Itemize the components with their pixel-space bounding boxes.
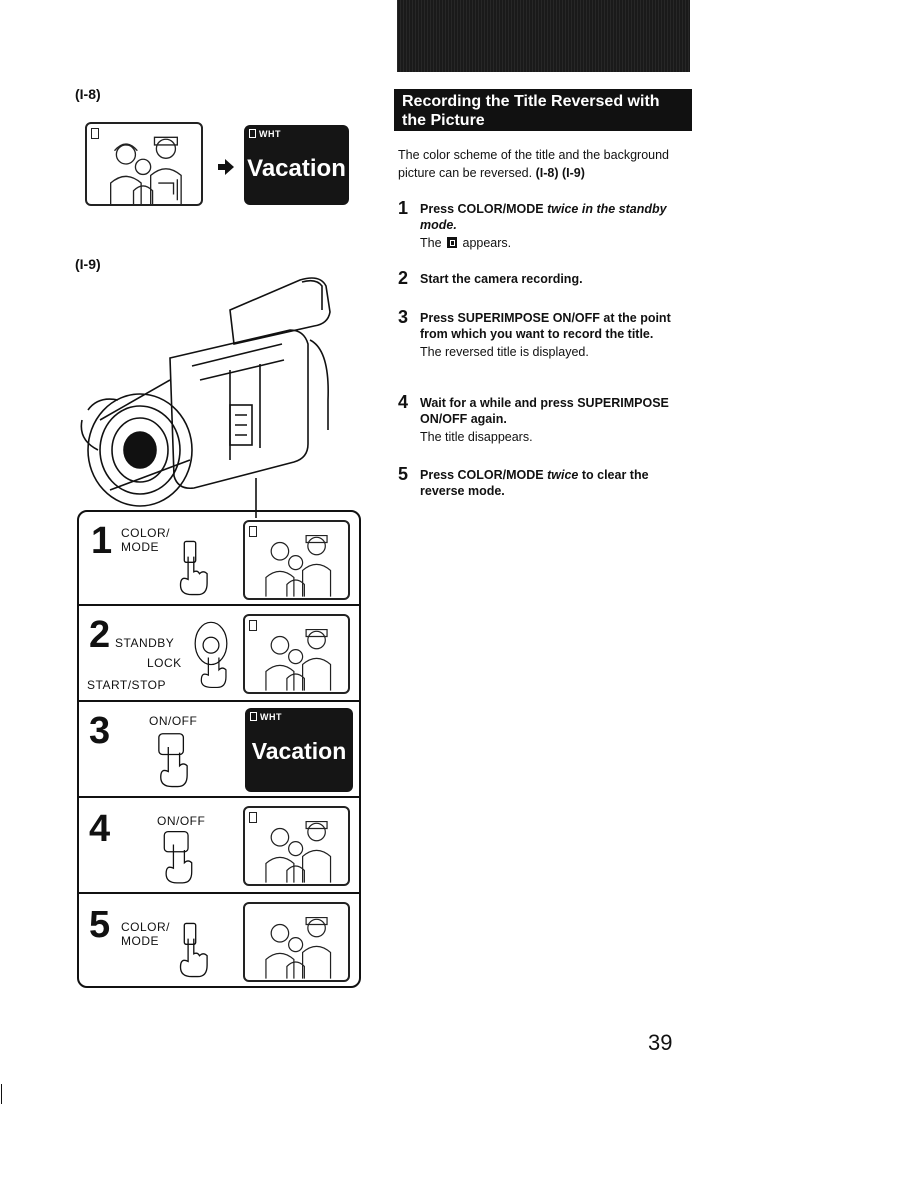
family-illustration bbox=[110, 136, 182, 204]
step-emphasis: twice in the standby mode. bbox=[420, 202, 667, 232]
switch-hand-icon bbox=[194, 621, 228, 689]
panel-step-number: 4 bbox=[89, 808, 111, 850]
intro-paragraph: The color scheme of the title and the ba… bbox=[398, 146, 694, 182]
reverse-indicator-icon bbox=[447, 237, 458, 248]
family-illustration bbox=[265, 534, 332, 597]
step-text: Press COLOR/MODE bbox=[420, 468, 548, 482]
step-note: The title disappears. bbox=[420, 430, 533, 444]
page-number: 39 bbox=[648, 1030, 673, 1055]
tape-indicator-icon bbox=[91, 128, 99, 139]
intro-text: The color scheme of the title and the ba… bbox=[398, 148, 669, 180]
family-illustration bbox=[265, 820, 332, 883]
tape-indicator-icon bbox=[249, 812, 257, 823]
pressing-hand-icon bbox=[158, 733, 188, 788]
family-illustration bbox=[265, 916, 332, 979]
pressing-hand-icon bbox=[163, 831, 193, 884]
tape-indicator-icon bbox=[249, 620, 257, 631]
step-note: The reversed title is displayed. bbox=[420, 345, 589, 359]
tape-indicator-icon bbox=[249, 526, 257, 537]
start-stop-label: START/STOP bbox=[87, 678, 167, 692]
screen-indicator: WHT bbox=[249, 129, 281, 139]
screen-indicator: WHT bbox=[250, 712, 282, 722]
step-text: Start the camera recording. bbox=[420, 272, 583, 286]
step-note: The bbox=[420, 236, 446, 250]
family-picture bbox=[243, 614, 350, 694]
panel-step-2: 2 STANDBY LOCK START/STOP bbox=[79, 604, 359, 700]
step-text: Press SUPERIMPOSE ON/OFF at the point fr… bbox=[420, 311, 671, 341]
family-picture bbox=[243, 520, 350, 600]
reversed-title-screen: WHT Vacation bbox=[244, 125, 349, 205]
color-mode-label: COLOR/MODE bbox=[121, 526, 171, 554]
section-heading: Recording the Title Reversed with the Pi… bbox=[394, 89, 692, 131]
intro-figure-refs: (I-8) (I-9) bbox=[535, 166, 585, 180]
panel-step-1: 1 COLOR/MODE bbox=[79, 512, 359, 604]
color-mode-label: COLOR/MODE bbox=[121, 920, 171, 948]
pressing-hand-icon bbox=[179, 540, 208, 596]
step-text: Press COLOR/MODE bbox=[420, 202, 548, 216]
step-number: 2 bbox=[398, 268, 409, 288]
arrow-right-icon bbox=[218, 159, 234, 175]
step-text: to clear the reverse mode. bbox=[420, 468, 649, 498]
panel-step-number: 1 bbox=[91, 520, 113, 562]
step-note: appears. bbox=[459, 236, 512, 250]
screen-title: Vacation bbox=[247, 155, 346, 182]
screen-title: Vacation bbox=[251, 738, 347, 764]
tape-icon bbox=[250, 712, 257, 721]
family-picture bbox=[85, 122, 203, 206]
scan-edge-mark bbox=[1, 1084, 2, 1104]
figure-label-i9: (I-9) bbox=[75, 256, 101, 272]
lock-label: LOCK bbox=[147, 656, 182, 670]
panel-step-number: 2 bbox=[89, 614, 111, 656]
pressing-hand-icon bbox=[179, 922, 208, 978]
standby-label: STANDBY bbox=[115, 636, 175, 650]
step-number: 4 bbox=[398, 392, 409, 412]
step-panel: 1 COLOR/MODE 2 STANDBY LOCK START/STOP 3… bbox=[77, 510, 361, 988]
reversed-title-screen: WHT Vacation bbox=[245, 708, 353, 792]
camcorder-illustration bbox=[80, 277, 331, 518]
panel-step-3: 3 ON/OFF WHT Vacation bbox=[79, 700, 359, 796]
panel-step-number: 3 bbox=[89, 710, 111, 752]
tape-icon bbox=[249, 129, 256, 138]
panel-step-5: 5 COLOR/MODE bbox=[79, 892, 359, 988]
step-number: 1 bbox=[398, 198, 409, 218]
header-texture-band bbox=[397, 0, 690, 72]
family-picture bbox=[243, 902, 350, 982]
figure-label-i8: (I-8) bbox=[75, 86, 101, 102]
step-number: 3 bbox=[398, 307, 409, 327]
panel-step-4: 4 ON/OFF bbox=[79, 796, 359, 892]
on-off-label: ON/OFF bbox=[149, 714, 198, 728]
step-number: 5 bbox=[398, 464, 409, 484]
family-illustration bbox=[265, 628, 332, 691]
panel-step-number: 5 bbox=[89, 904, 111, 946]
step-text: Wait for a while and press SUPERIMPOSE O… bbox=[420, 396, 669, 426]
step-emphasis: twice bbox=[547, 468, 579, 482]
family-picture bbox=[243, 806, 350, 886]
on-off-label: ON/OFF bbox=[157, 814, 206, 828]
